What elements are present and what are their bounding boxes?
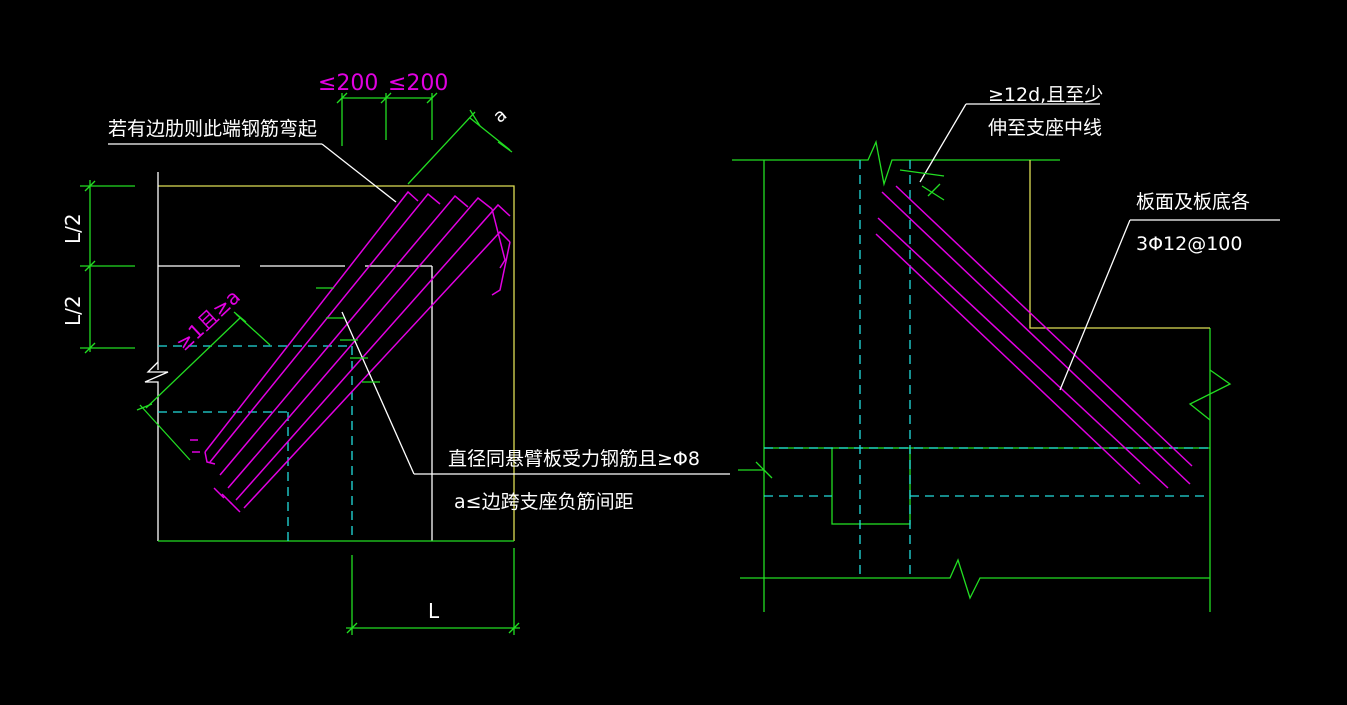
note-leaders-right xyxy=(919,103,1280,391)
anchor-ticks xyxy=(899,169,945,201)
dim-half-lower: L/2 xyxy=(61,295,85,326)
dimension-lines xyxy=(80,92,520,635)
note-bent-bars: 若有边肋则此端钢筋弯起 xyxy=(108,118,317,140)
hidden-beam-lines xyxy=(158,345,353,541)
dim-L: L xyxy=(428,599,440,623)
dim-half-upper: L/2 xyxy=(61,213,85,244)
note-bars-line2: 3Φ12@100 xyxy=(1136,233,1243,255)
slab-step-outline xyxy=(1029,160,1210,329)
right-section-detail: ≥12d,且至少 伸至支座中线 板面及板底各 3Φ12@100 xyxy=(732,84,1280,612)
note-bars-line1: 板面及板底各 xyxy=(1136,191,1250,213)
dim-a-top: a xyxy=(489,104,511,127)
note-anchor-line1: ≥12d,且至少 xyxy=(988,84,1103,106)
dim-spacing-1: ≤200 xyxy=(318,71,378,96)
note-a-limit: a≤边跨支座负筋间距 xyxy=(454,491,634,513)
note-anchor-line2: 伸至支座中线 xyxy=(988,117,1102,139)
note-leader-bar-diameter xyxy=(341,311,730,475)
diagonal-corner-bars xyxy=(190,190,511,513)
dim-spacing-2: ≤200 xyxy=(388,71,448,96)
slab-outline xyxy=(158,185,515,541)
slab-edge-lines xyxy=(144,172,433,541)
diagonal-bars-right xyxy=(875,185,1193,489)
left-corner-detail: 若有边肋则此端钢筋弯起 ≤200 ≤200 a L/2 L/2 ≥1且≥a L … xyxy=(61,71,730,635)
hidden-lines-right xyxy=(764,160,1210,578)
note-leader-bent-bars xyxy=(108,143,397,203)
note-bar-diameter: 直径同悬臂板受力钢筋且≥Φ8 xyxy=(448,448,700,470)
dim-min-a: ≥1且≥a xyxy=(171,285,245,356)
